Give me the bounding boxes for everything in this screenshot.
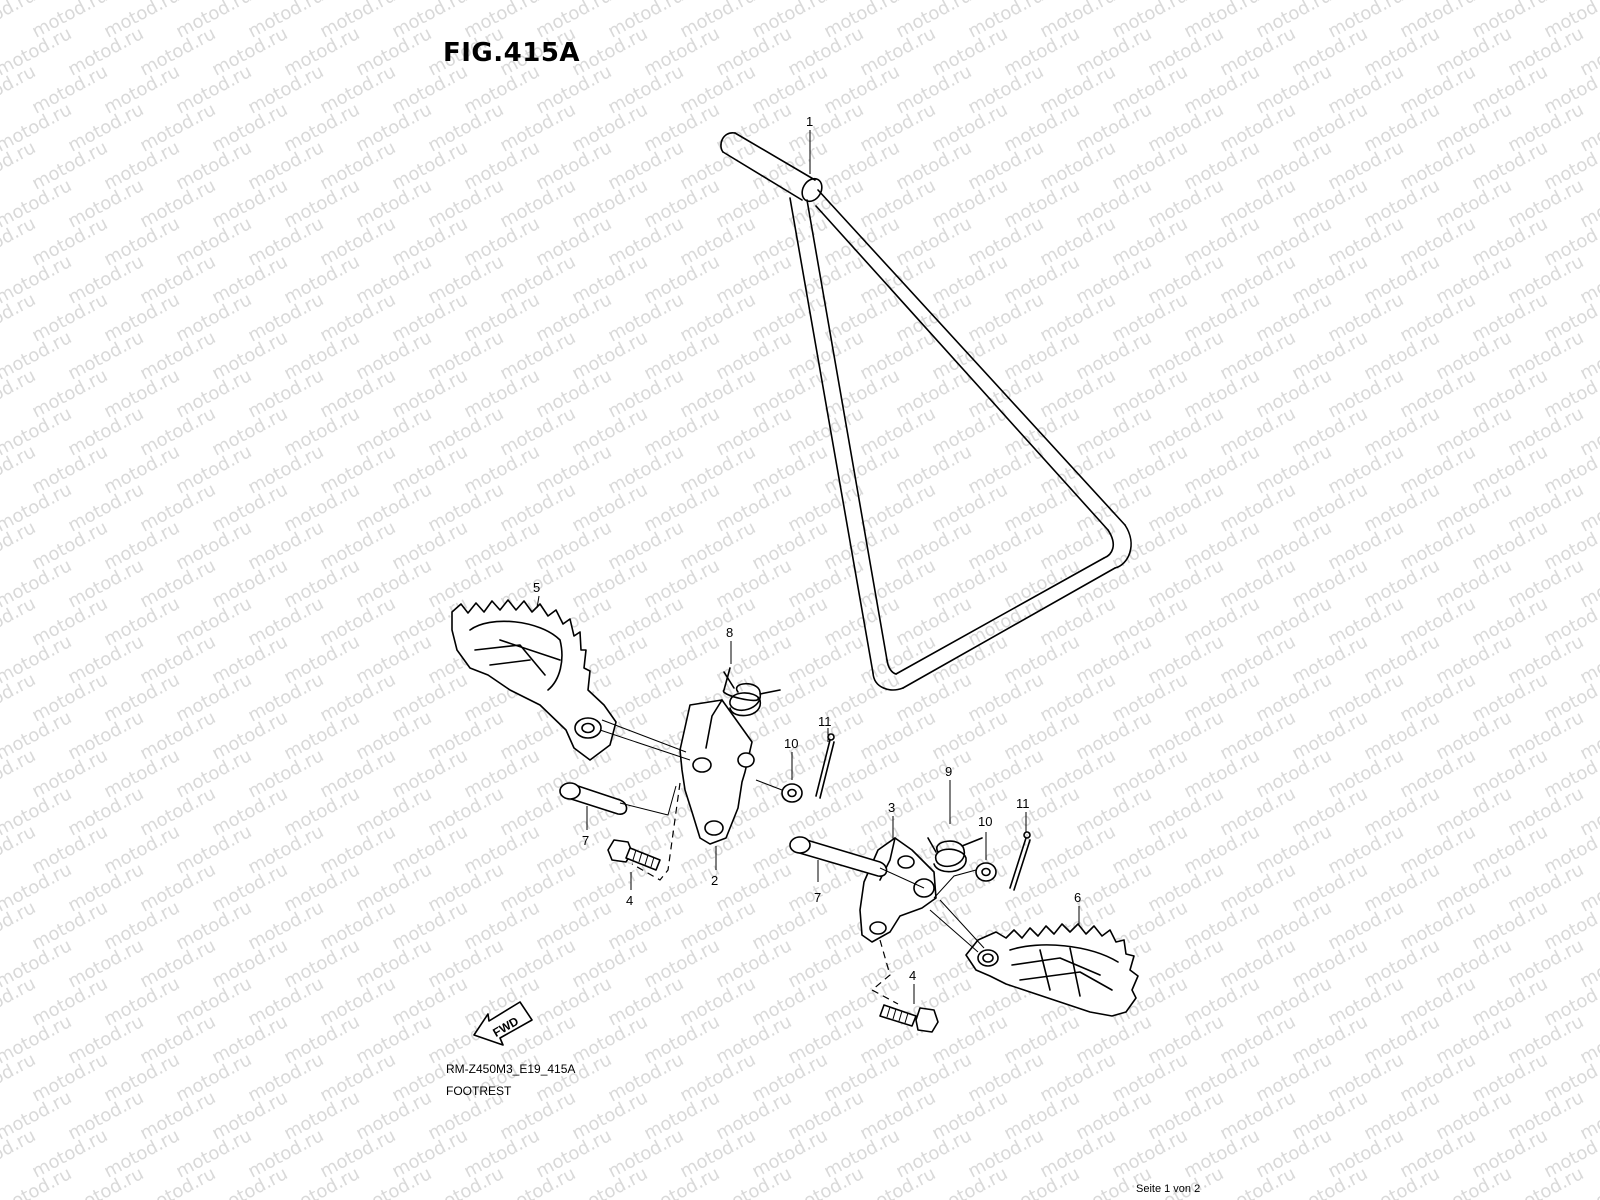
cotter-pin-right-part xyxy=(1009,831,1031,891)
svg-text:1: 1 xyxy=(806,114,813,129)
svg-text:7: 7 xyxy=(814,890,821,905)
svg-text:4: 4 xyxy=(626,893,633,908)
spring-left-part xyxy=(723,667,781,717)
svg-text:10: 10 xyxy=(978,814,992,829)
spring-right-part xyxy=(927,837,983,873)
callout-10a: 10 xyxy=(784,736,798,780)
callout-4a: 4 xyxy=(626,872,633,908)
callout-3: 3 xyxy=(888,800,895,840)
svg-text:8: 8 xyxy=(726,625,733,640)
callout-8: 8 xyxy=(726,625,733,664)
bracket-left-part xyxy=(679,699,755,845)
callout-11a: 11 xyxy=(818,714,832,742)
model-code: RM-Z450M3_E19_415A xyxy=(446,1062,576,1076)
washer-left-part xyxy=(781,783,803,803)
svg-text:4: 4 xyxy=(909,968,916,983)
callout-9: 9 xyxy=(945,764,952,824)
svg-text:2: 2 xyxy=(711,873,718,888)
footrest-left-part xyxy=(451,599,617,761)
callout-4b: 4 xyxy=(909,968,916,1004)
callout-7a: 7 xyxy=(582,806,589,848)
watermark-text: motod.ru xyxy=(1576,0,1600,4)
svg-text:9: 9 xyxy=(945,764,952,779)
svg-text:11: 11 xyxy=(1016,796,1030,811)
callout-1: 1 xyxy=(806,114,813,174)
svg-text:10: 10 xyxy=(784,736,798,751)
side-stand-part xyxy=(720,132,1132,691)
callout-6: 6 xyxy=(1074,890,1081,926)
callout-7b: 7 xyxy=(814,860,821,905)
svg-text:7: 7 xyxy=(582,833,589,848)
bolt-left-part xyxy=(607,839,661,871)
cotter-pin-left-part xyxy=(815,733,835,799)
svg-text:3: 3 xyxy=(888,800,895,815)
svg-text:11: 11 xyxy=(818,714,832,729)
section-name: FOOTREST xyxy=(446,1084,512,1098)
bolt-right-part xyxy=(879,1004,939,1033)
forward-direction-arrow: FWD xyxy=(473,1001,533,1046)
bracket-right-part xyxy=(859,837,937,943)
callout-2: 2 xyxy=(711,846,718,888)
callout-11b: 11 xyxy=(1016,796,1030,832)
page-indicator: Seite 1 von 2 xyxy=(1136,1183,1201,1195)
svg-text:6: 6 xyxy=(1074,890,1081,905)
callout-10b: 10 xyxy=(978,814,992,860)
pin-right-part xyxy=(789,836,888,877)
pin-left-part xyxy=(559,782,628,815)
footrest-right-part xyxy=(965,923,1139,1017)
washer-right-part xyxy=(975,862,997,882)
svg-text:5: 5 xyxy=(533,580,540,595)
